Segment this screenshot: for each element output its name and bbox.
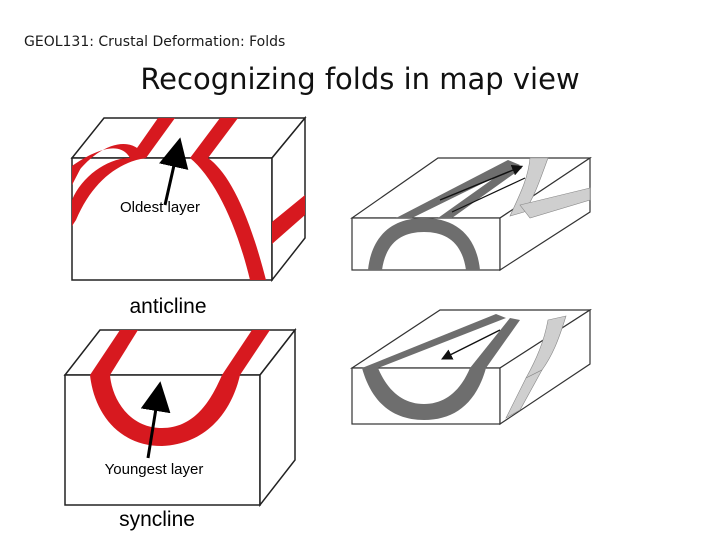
syncline-block xyxy=(63,327,297,508)
plunging-syncline-block xyxy=(349,308,593,426)
plunge-arrow-1 xyxy=(439,164,524,201)
plunging-anticline-block xyxy=(350,156,592,272)
plunge-arrow-2 xyxy=(451,177,526,213)
plunging-anticline-dark-layer xyxy=(368,218,480,270)
anticline-block xyxy=(70,115,307,283)
slide-title: Recognizing folds in map view xyxy=(140,62,580,96)
syncline-top-stripe-right xyxy=(222,330,270,375)
syncline-label: syncline xyxy=(119,508,195,531)
syncline-side-face xyxy=(259,327,296,508)
anticline-label: anticline xyxy=(129,295,206,318)
course-header: GEOL131: Crustal Deformation: Folds xyxy=(24,34,286,50)
anticline-top-stripe-left xyxy=(130,118,175,158)
plunge-arrow-3 xyxy=(440,329,501,360)
syncline-top-stripe-left xyxy=(90,330,138,375)
anticline-top-stripe-right xyxy=(190,118,238,158)
oldest-layer-arrow xyxy=(159,137,189,206)
anticline-side-stripe xyxy=(272,195,305,244)
plunging-anticline-side-face xyxy=(499,156,591,272)
youngest-layer-arrow xyxy=(140,381,171,459)
anticline-top-face xyxy=(70,117,307,159)
oldest-layer-label: Oldest layer xyxy=(120,199,200,216)
youngest-layer-label: Youngest layer xyxy=(105,461,204,478)
plunging-syncline-dark-layer xyxy=(362,368,486,420)
plunging-anticline-light-layer xyxy=(509,157,549,217)
syncline-fold-layer xyxy=(90,375,240,446)
